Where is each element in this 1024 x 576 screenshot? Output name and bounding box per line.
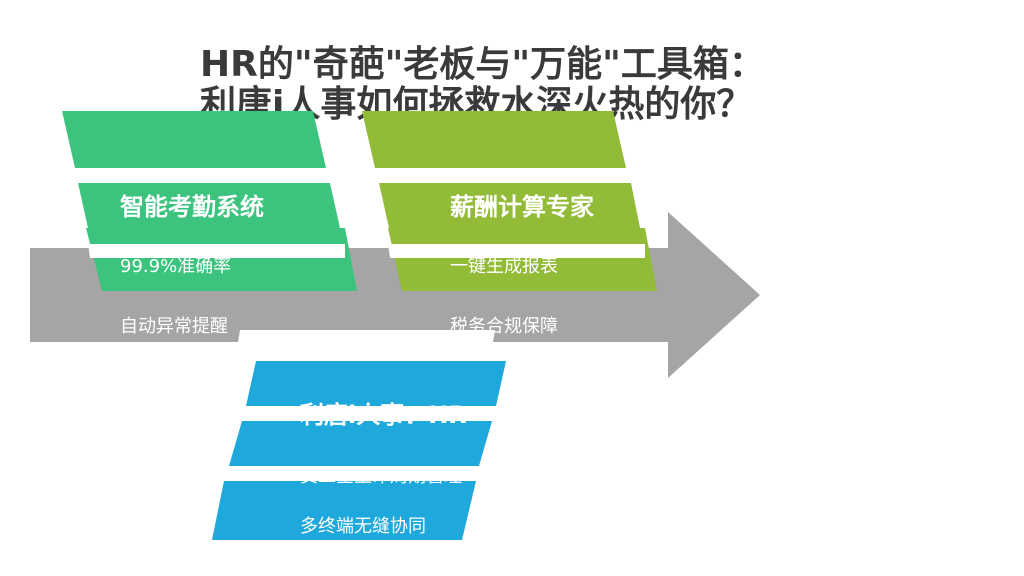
card-platform-point-1: 员工全生命周期管理 — [300, 466, 462, 487]
card-attendance-stripe-2 — [78, 183, 340, 228]
card-attendance — [62, 111, 357, 291]
card-salary — [362, 111, 657, 291]
card-attendance-gap-line — [88, 244, 345, 258]
card-attendance-stripe-1 — [62, 111, 326, 168]
card-attendance-heading: 智能考勤系统 — [120, 193, 264, 221]
card-salary-heading: 薪酬计算专家 — [450, 193, 594, 221]
card-salary-point-2: 税务合规保障 — [450, 316, 558, 337]
card-platform-stripe-3 — [212, 481, 476, 540]
card-salary-gap-line — [388, 244, 645, 258]
card-salary-stripe-1 — [362, 111, 626, 168]
card-attendance-point-1: 99.9%准确率 — [120, 256, 232, 277]
card-platform-stripe-1 — [246, 361, 506, 406]
arrow-cutout-left — [238, 330, 495, 342]
card-salary-stripe-3 — [388, 228, 657, 291]
card-platform — [212, 361, 506, 540]
page-title-line-1: HR的"奇葩"老板与"万能"工具箱： — [200, 44, 765, 85]
card-attendance-stripe-3 — [86, 228, 357, 291]
card-platform-stripe-2 — [229, 421, 492, 466]
card-attendance-point-2: 自动异常提醒 — [120, 316, 228, 337]
card-platform-heading: 利唐i人事：HR — [300, 401, 467, 429]
card-salary-stripe-2 — [379, 183, 640, 228]
card-platform-point-2: 多终端无缝协同 — [300, 516, 426, 537]
card-salary-point-1: 一键生成报表 — [450, 256, 558, 277]
